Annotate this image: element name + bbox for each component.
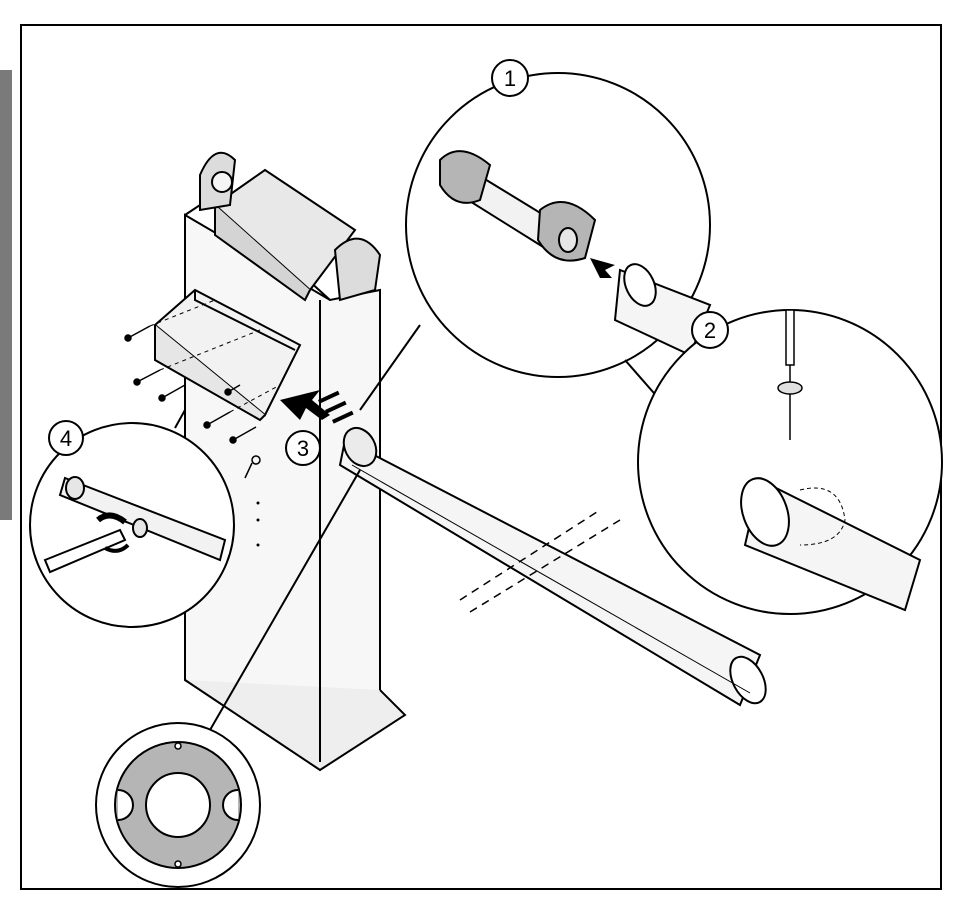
pin-icon xyxy=(65,476,148,538)
screwdriver-icon xyxy=(777,309,803,440)
bushing-end-view xyxy=(95,469,361,888)
key-icon xyxy=(244,455,261,479)
detail-circle-1 xyxy=(359,72,712,411)
side-page-tab xyxy=(0,70,12,520)
callout-badge-3: 3 xyxy=(285,430,321,466)
shaft-with-bushings xyxy=(439,150,597,262)
callout-badge-4: 4 xyxy=(48,420,84,456)
callout-badge-1: 1 xyxy=(491,59,529,97)
motor-housing xyxy=(199,151,382,302)
callout-label-1: 1 xyxy=(504,66,516,91)
dotted-path xyxy=(256,501,260,547)
insertion-arrow xyxy=(280,390,354,424)
detail-circle-4 xyxy=(29,409,235,628)
break-lines xyxy=(459,509,621,613)
callout-label-4: 4 xyxy=(60,426,72,451)
dashed-guides xyxy=(149,299,281,413)
slide-arrow xyxy=(590,258,615,278)
callout-label-3: 3 xyxy=(297,436,309,461)
screws xyxy=(124,325,257,444)
rotate-arrow xyxy=(96,512,130,553)
boom-tube xyxy=(338,426,767,707)
callout-label-2: 2 xyxy=(704,318,716,343)
callout-badge-2: 2 xyxy=(691,311,729,349)
tube-section xyxy=(740,477,922,612)
front-cover xyxy=(153,288,302,422)
detail-circle-2 xyxy=(637,309,943,615)
